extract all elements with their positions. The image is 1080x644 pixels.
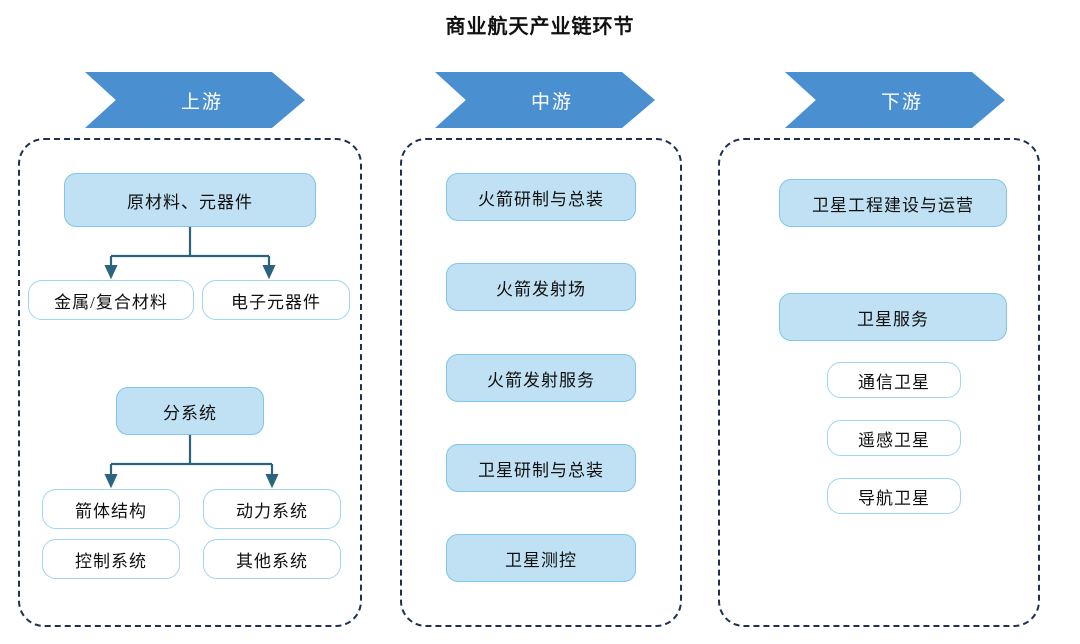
node-satellite-tt-control[interactable]: 卫星测控 xyxy=(446,534,636,582)
node-rocket-launch-service[interactable]: 火箭发射服务 xyxy=(446,354,636,402)
stage-banner-downstream-label: 下游 xyxy=(880,91,923,113)
node-satellite-engineering[interactable]: 卫星工程建设与运营 xyxy=(779,179,1007,227)
node-satellite-rd-assembly[interactable]: 卫星研制与总装 xyxy=(446,444,636,492)
stage-banner-upstream: 上游 xyxy=(85,72,305,128)
stage-container-downstream xyxy=(718,138,1040,627)
node-control-system[interactable]: 控制系统 xyxy=(42,539,180,579)
node-subsystem[interactable]: 分系统 xyxy=(116,387,264,435)
stage-banner-upstream-label: 上游 xyxy=(180,91,223,113)
page-title: 商业航天产业链环节 xyxy=(445,16,635,38)
stage-banner-downstream: 下游 xyxy=(785,72,1005,128)
node-satellite-service[interactable]: 卫星服务 xyxy=(779,293,1007,341)
stage-container-upstream xyxy=(18,138,362,627)
node-power-system[interactable]: 动力系统 xyxy=(203,489,341,529)
node-rocket-launch-site[interactable]: 火箭发射场 xyxy=(446,263,636,311)
node-remote-sensing-satellite[interactable]: 遥感卫星 xyxy=(827,420,961,456)
node-electronic-components[interactable]: 电子元器件 xyxy=(202,280,350,320)
node-metal-composite[interactable]: 金属/复合材料 xyxy=(28,280,194,320)
node-raw-materials[interactable]: 原材料、元器件 xyxy=(64,173,316,227)
node-other-system[interactable]: 其他系统 xyxy=(203,539,341,579)
node-navigation-satellite[interactable]: 导航卫星 xyxy=(827,478,961,514)
node-communication-satellite[interactable]: 通信卫星 xyxy=(827,362,961,398)
stage-container-midstream xyxy=(400,138,682,627)
stage-banner-midstream: 中游 xyxy=(435,72,655,128)
stage-banner-midstream-label: 中游 xyxy=(530,91,573,113)
node-rocket-rd-assembly[interactable]: 火箭研制与总装 xyxy=(446,173,636,221)
node-rocket-body-structure[interactable]: 箭体结构 xyxy=(42,489,180,529)
